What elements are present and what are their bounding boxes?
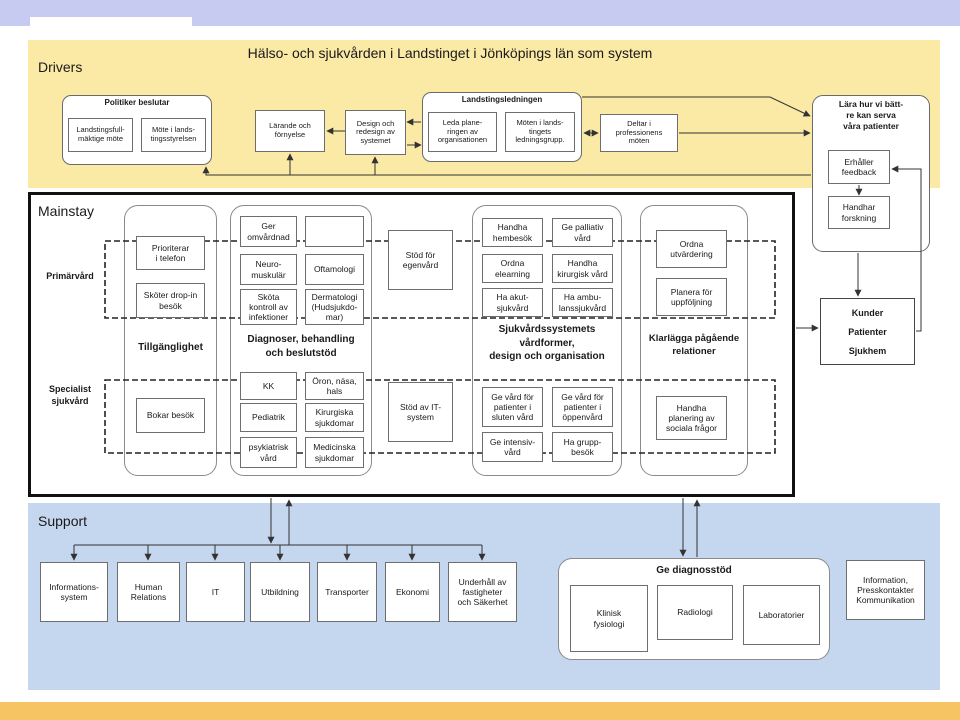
- column-label-diagnoser: Diagnoser, behandling och beslutstöd: [247, 334, 355, 359]
- column-label-vardformer: Sjukvårdssystemets vårdformer, design oc…: [489, 324, 605, 362]
- palliativ-vard-box: Ge palliativ vård: [552, 218, 613, 247]
- hembesok-box: Handha hembesök: [482, 218, 543, 247]
- utbildning-box: Utbildning: [250, 562, 310, 622]
- leda-planeringen-box: Leda plane- ringen av organisationen: [428, 112, 497, 152]
- design-box: Design och redesign av systemet: [345, 110, 406, 155]
- politiker-beslutar-title: Politiker beslutar: [104, 98, 170, 107]
- transporter-box: Transporter: [317, 562, 377, 622]
- mainstay-label: Mainstay: [38, 203, 95, 219]
- lara-title: Lära hur vi bätt- re kan serva våra pati…: [838, 99, 904, 131]
- row-label-primarvard: Primärvård: [46, 271, 94, 281]
- sociala-fragor-box: Handha planering av sociala frågor: [656, 396, 727, 440]
- ger-omvardnad-box: Ger omvårdnad: [240, 216, 297, 247]
- gruppbesok-box: Ha grupp- besök: [552, 432, 613, 462]
- diagram-title: Hälso- och sjukvården i Landstinget i Jö…: [247, 45, 653, 61]
- top-bar-patch: [30, 17, 192, 26]
- stod-egenvard-box: Stöd för egenvård: [388, 230, 453, 290]
- infektioner-box: Sköta kontroll av infektioner: [240, 289, 297, 325]
- information-box: Information, Presskontakter Kommunikatio…: [846, 560, 925, 620]
- ekonomi-box: Ekonomi: [385, 562, 440, 622]
- erhaller-feedback-box: Erhåller feedback: [828, 150, 890, 184]
- sluten-vard-box: Ge vård för patienter i sluten vård: [482, 387, 543, 427]
- oron-nasa-hals-box: Öron, näsa, hals: [305, 372, 364, 400]
- intensivvard-box: Ge intensiv- vård: [482, 432, 543, 462]
- column-label-relationer: Klarlägga pågående relationer: [648, 333, 740, 357]
- stod-it-system-box: Stöd av IT- system: [388, 382, 453, 442]
- psykiatrisk-vard-box: psykiatrisk vård: [240, 437, 297, 468]
- utvardering-box: Ordna utvärdering: [656, 230, 727, 268]
- deltar-box: Deltar i professionens möten: [600, 114, 678, 152]
- landstingsstyrelsen-box: Möte i lands- tingsstyrelsen: [141, 118, 206, 152]
- oppenvard-box: Ge vård för patienter i öppenvård: [552, 387, 613, 427]
- ambulanssjukvard-box: Ha ambu- lanssjukvård: [552, 288, 613, 317]
- informationssystem-box: Informations- system: [40, 562, 108, 622]
- kk-box: KK: [240, 372, 297, 400]
- oftamologi-box: Oftamologi: [305, 254, 364, 285]
- support-label: Support: [38, 513, 88, 529]
- radiologi-box: Radiologi: [657, 585, 733, 640]
- neuromuskular-box: Neuro- muskulär: [240, 254, 297, 285]
- klinisk-fysiologi-box: Klinisk fysiologi: [570, 585, 648, 652]
- empty-box: [305, 216, 364, 247]
- landstingsledningen-title: Landstingsledningen: [461, 95, 543, 104]
- landstingsfullmaktige-box: Landstingsfull- mäktige möte: [68, 118, 133, 152]
- customers-patienter: Patienter: [848, 326, 887, 337]
- handhar-forskning-box: Handhar forskning: [828, 196, 890, 229]
- ledningsgrupp-box: Möten i lands- tingets ledningsgrupp.: [505, 112, 575, 152]
- customers-kunder: Kunder: [851, 307, 884, 318]
- laboratorier-box: Laboratorier: [743, 585, 820, 645]
- diagnosstod-title: Ge diagnosstöd: [656, 565, 732, 576]
- larande-box: Lärande och förnyelse: [255, 110, 325, 152]
- underhall-box: Underhåll av fastigheter och Säkerhet: [448, 562, 517, 622]
- bottom-bar: [0, 702, 960, 720]
- it-box: IT: [186, 562, 245, 622]
- pediatrik-box: Pediatrik: [240, 403, 297, 432]
- drivers-label: Drivers: [38, 59, 83, 75]
- kirurgisk-vard-box: Handha kirurgisk vård: [552, 254, 613, 283]
- customers-sjukhem: Sjukhem: [848, 345, 887, 356]
- medicinska-sjukdomar-box: Medicinska sjukdomar: [305, 437, 364, 468]
- kirurgiska-sjukdomar-box: Kirurgiska sjukdomar: [305, 403, 364, 432]
- column-label-tillganglighet: Tillgänglighet: [138, 342, 203, 353]
- bokar-besok-box: Bokar besök: [136, 398, 205, 433]
- customers-box: Kunder Patienter Sjukhem: [820, 298, 915, 365]
- human-relations-box: Human Relations: [117, 562, 180, 622]
- akutsjukvard-box: Ha akut- sjukvård: [482, 288, 543, 317]
- elearning-box: Ordna elearning: [482, 254, 543, 283]
- skoter-dropin-box: Sköter drop-in besök: [136, 283, 205, 318]
- row-label-specialistsjukvard: Specialist sjukvård: [48, 384, 92, 406]
- uppfoljning-box: Planera för uppföljning: [656, 278, 727, 316]
- dermatologi-box: Dermatologi (Hudsjukdo- mar): [305, 289, 364, 325]
- prioriterar-box: Prioriterar i telefon: [136, 236, 205, 270]
